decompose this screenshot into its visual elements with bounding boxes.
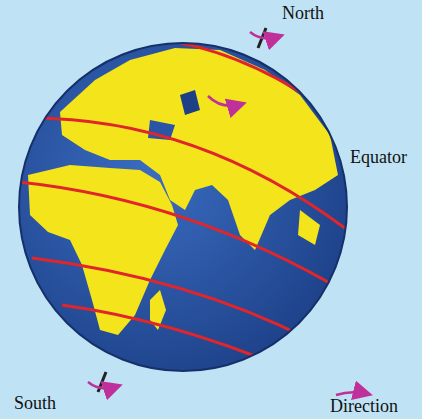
rotation-arrows (88, 32, 368, 395)
latitude-lines (18, 36, 350, 368)
direction-label: Direction (330, 397, 398, 417)
equator-label: Equator (350, 148, 407, 168)
continents (18, 36, 350, 368)
pole-label: North (282, 4, 324, 24)
pole-label: South (14, 394, 56, 414)
rotation-axis (98, 28, 266, 392)
